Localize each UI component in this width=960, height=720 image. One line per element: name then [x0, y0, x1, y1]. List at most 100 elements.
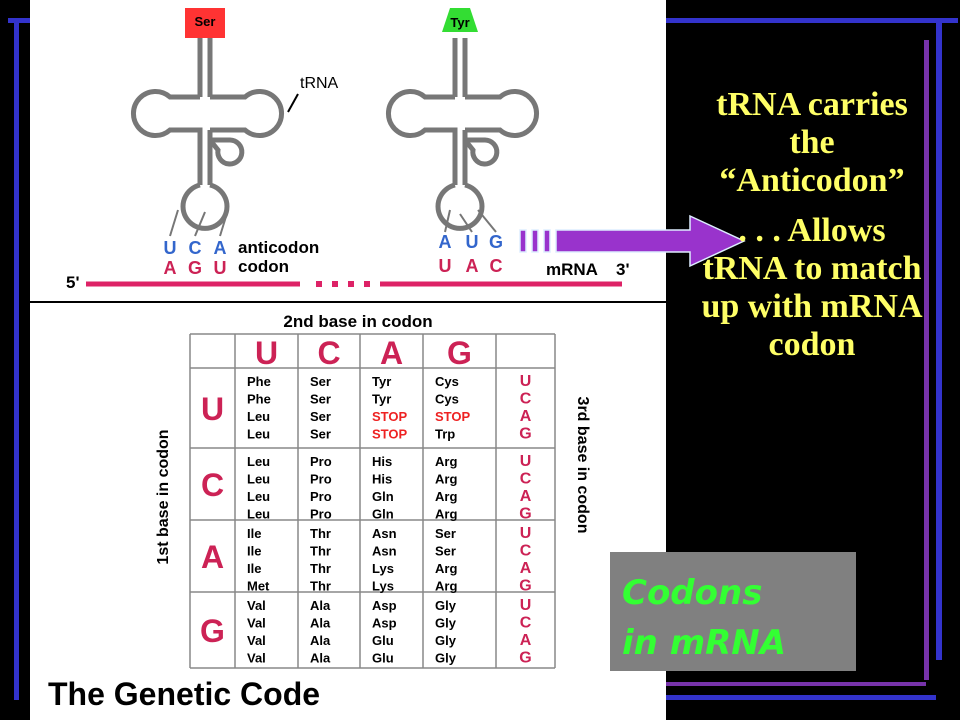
trna-left — [130, 38, 285, 231]
third-base-A: A — [520, 560, 532, 577]
third-base-G: G — [519, 578, 531, 595]
amino-acid-cell: Leu — [247, 507, 270, 522]
third-base-A: A — [520, 632, 532, 649]
second-base-C: C — [317, 335, 340, 371]
explanation-line-1: tRNA carries — [716, 86, 908, 123]
amino-acid-cell: Thr — [310, 579, 331, 594]
first-base-A: A — [201, 539, 224, 575]
left-codon-2: G — [188, 258, 202, 278]
amino-acid-cell: Ile — [247, 561, 261, 576]
amino-acid-cell: Gly — [435, 598, 457, 613]
amino-acid-cell: Phe — [247, 374, 271, 389]
frame-line-left — [14, 20, 19, 700]
amino-acid-cell: Val — [247, 598, 266, 613]
third-base-C: C — [520, 543, 532, 560]
amino-acid-cell: Leu — [247, 489, 270, 504]
third-base-U: U — [520, 453, 532, 470]
explanation-line-5: tRNA to match — [702, 250, 922, 288]
third-base-G: G — [519, 650, 531, 667]
amino-acid-cell: Arg — [435, 507, 457, 522]
amino-acid-cell: Pro — [310, 507, 332, 522]
trna-right — [385, 38, 540, 231]
left-anticodon-2: C — [189, 238, 202, 258]
first-base-C: C — [201, 467, 224, 503]
genetic-code-title: The Genetic Code — [48, 676, 321, 712]
amino-acid-cell: Asp — [372, 598, 397, 613]
amino-acid-cell: Val — [247, 633, 266, 648]
amino-acid-cell: Leu — [247, 409, 270, 424]
amino-acid-cell: Arg — [435, 561, 457, 576]
codon-label: codon — [238, 257, 289, 276]
right-codon-2: A — [466, 256, 479, 276]
tyr-box — [442, 8, 478, 32]
amino-acid-cell: His — [372, 454, 392, 469]
amino-acid-cell: Pro — [310, 489, 332, 504]
explanation-text: tRNA carries the “Anticodon” . . . Allow… — [664, 86, 960, 365]
amino-acid-cell: Ser — [435, 526, 456, 541]
trna-pointer — [287, 93, 299, 113]
amino-acid-cell: Ser — [310, 409, 331, 424]
pointer-arrow — [519, 214, 746, 268]
tyr-label: Tyr — [450, 15, 469, 30]
amino-acid-cell: Gly — [435, 616, 457, 631]
amino-acid-cell: Leu — [247, 427, 270, 442]
amino-acid-cell: Met — [247, 579, 270, 594]
right-anticodon-1: A — [439, 232, 452, 252]
second-base-G: G — [447, 335, 472, 371]
frame-line-right-blue — [936, 20, 942, 660]
diagram-svg: Ser Tyr tRNA U C A A G U A U G U A C — [30, 8, 666, 669]
amino-acid-cell: Ser — [310, 392, 331, 407]
amino-acid-cell: Pro — [310, 454, 332, 469]
amino-acid-cell: Lys — [372, 579, 394, 594]
amino-acid-cell: Ala — [310, 651, 331, 666]
table-header-right: 3rd base in codon — [574, 397, 591, 534]
third-base-G: G — [519, 506, 531, 523]
third-base-U: U — [520, 597, 532, 614]
amino-acid-cell: Asn — [372, 526, 397, 541]
table-header-left: 1st base in codon — [155, 429, 172, 564]
second-base-A: A — [380, 335, 403, 371]
third-base-A: A — [520, 408, 532, 425]
amino-acid-cell: STOP — [435, 409, 470, 424]
codon-box-line-1: Codons — [622, 573, 763, 613]
codon-box-line-2: in mRNA — [622, 623, 787, 663]
third-base-C: C — [520, 615, 532, 632]
first-base-G: G — [200, 613, 225, 649]
three-prime-label: 3' — [616, 260, 630, 279]
amino-acid-cell: Gly — [435, 633, 457, 648]
amino-acid-cell: Ser — [310, 427, 331, 442]
explanation-line-4: . . . Allows — [738, 212, 886, 250]
amino-acid-cell: Phe — [247, 392, 271, 407]
amino-acid-cell: Gly — [435, 651, 457, 666]
left-codon-1: A — [164, 258, 177, 278]
explanation-line-2: the — [789, 124, 835, 162]
amino-acid-cell: Ile — [247, 526, 261, 541]
amino-acid-cell: Arg — [435, 472, 457, 487]
five-prime-label: 5' — [66, 273, 80, 292]
amino-acid-cell: Cys — [435, 374, 459, 389]
trna-label: tRNA — [300, 75, 339, 92]
explanation-line-3: “Anticodon” — [719, 162, 905, 200]
amino-acid-cell: STOP — [372, 427, 407, 442]
left-codon-3: U — [214, 258, 227, 278]
left-anticodon-3: A — [214, 238, 227, 258]
diagram-panel: Ser Tyr tRNA U C A A G U A U G U A C — [30, 0, 666, 720]
amino-acid-cell: STOP — [372, 409, 407, 424]
amino-acid-cell: Leu — [247, 454, 270, 469]
right-anticodon-2: U — [466, 232, 479, 252]
third-base-U: U — [520, 373, 532, 390]
amino-acid-cell: His — [372, 472, 392, 487]
amino-acid-cell: Asn — [372, 544, 397, 559]
explanation-line-6: up with mRNA — [701, 288, 923, 326]
amino-acid-cell: Ser — [435, 544, 456, 559]
amino-acid-cell: Arg — [435, 579, 457, 594]
table-header-top: 2nd base in codon — [283, 312, 432, 331]
amino-acid-cell: Ala — [310, 598, 331, 613]
third-base-G: G — [519, 426, 531, 443]
ser-box — [185, 8, 225, 38]
amino-acid-cell: Ser — [310, 374, 331, 389]
ser-label: Ser — [195, 14, 216, 29]
frame-line-right-purple — [924, 40, 929, 680]
amino-acid-cell: Glu — [372, 651, 394, 666]
